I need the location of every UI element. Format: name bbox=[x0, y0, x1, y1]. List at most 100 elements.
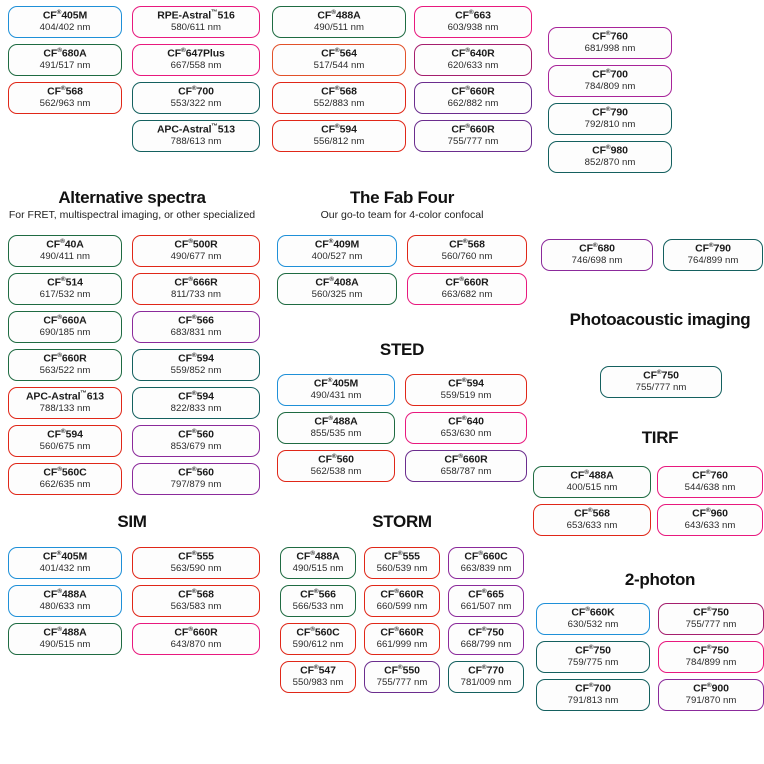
trademark-symbol: ® bbox=[605, 68, 611, 76]
trademark-symbol: ® bbox=[60, 428, 66, 436]
trademark-symbol: ® bbox=[584, 469, 589, 477]
section-heading-storm: STORM bbox=[270, 512, 534, 532]
trademark-symbol: ® bbox=[191, 428, 197, 436]
trademark-symbol: ® bbox=[588, 644, 594, 652]
trademark-symbol: ® bbox=[465, 123, 470, 131]
dye-name: CF®700 bbox=[178, 85, 214, 98]
trademark-symbol: ® bbox=[191, 588, 197, 596]
dye-spectra: 562/963 nm bbox=[39, 98, 91, 110]
dye-name: CF®980 bbox=[592, 144, 628, 157]
trademark-symbol: ® bbox=[461, 415, 467, 423]
dye-name: CF®660R bbox=[380, 588, 424, 601]
dye-name: CF®700 bbox=[575, 682, 611, 695]
section-heading-fab-four: The Fab Four Our go-to team for 4-color … bbox=[270, 188, 534, 221]
dye-spectra: 781/009 nm bbox=[460, 677, 512, 689]
trademark-symbol: ® bbox=[60, 276, 66, 284]
dye-spectra: 683/831 nm bbox=[170, 327, 222, 339]
section-heading-sted: STED bbox=[270, 340, 534, 360]
dye-name: CF®660R bbox=[444, 453, 488, 466]
trademark-symbol: ® bbox=[397, 664, 403, 672]
dye-name: CF®560 bbox=[178, 428, 214, 441]
dye-name: CF®680A bbox=[43, 47, 87, 60]
dye-name: CF®666R bbox=[174, 276, 218, 289]
dye-spectra: 653/630 nm bbox=[440, 428, 492, 440]
dye-name: CF®564 bbox=[321, 47, 357, 60]
